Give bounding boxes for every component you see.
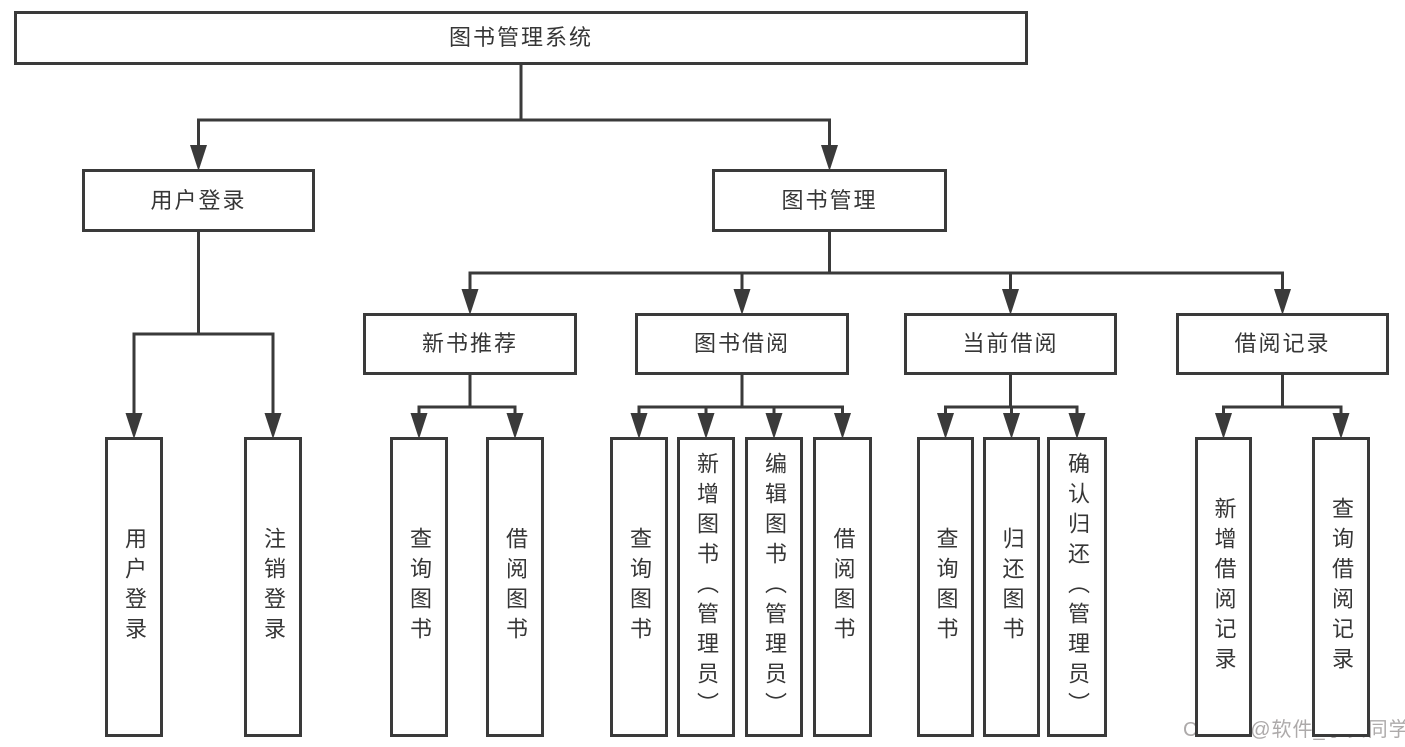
arrowhead-to-add-book bbox=[697, 413, 715, 439]
node-login-leaf: 用户登录 bbox=[105, 437, 163, 737]
node-label-query-book-3: 查询图书 bbox=[933, 527, 959, 647]
arrowhead-to-query-borrow-record bbox=[1332, 413, 1350, 439]
node-label-login-leaf: 用户登录 bbox=[122, 527, 147, 647]
node-label-confirm-return: 确认归还（管理员） bbox=[1065, 452, 1090, 722]
node-label-borrow-records: 借阅记录 bbox=[1234, 331, 1331, 356]
node-label-current-borrow: 当前借阅 bbox=[962, 331, 1059, 356]
node-label-book-borrow: 图书借阅 bbox=[693, 331, 790, 356]
arrowhead-to-login-leaf bbox=[125, 413, 143, 439]
node-label-edit-book: 编辑图书（管理员） bbox=[762, 452, 787, 722]
node-label-add-borrow-record: 新增借阅记录 bbox=[1211, 497, 1237, 677]
edges-from-root bbox=[190, 63, 838, 171]
arrowhead-to-borrow-book-2 bbox=[834, 413, 851, 439]
node-borrow-records: 借阅记录 bbox=[1176, 313, 1389, 375]
node-current-borrow: 当前借阅 bbox=[904, 313, 1117, 375]
edges-from-borrow-records bbox=[1215, 373, 1350, 439]
node-borrow-book-1: 借阅图书 bbox=[486, 437, 544, 737]
arrowhead-to-return-book bbox=[1003, 413, 1020, 439]
arrowhead-to-query-book-3 bbox=[937, 413, 954, 439]
node-label-user-login: 用户登录 bbox=[150, 187, 247, 213]
arrowhead-to-user-login bbox=[190, 145, 207, 171]
edges-from-book-mgmt bbox=[461, 230, 1291, 315]
node-label-logout-leaf: 注销登录 bbox=[261, 527, 286, 647]
edges-from-user-login bbox=[125, 230, 282, 439]
arrowhead-to-current-borrow bbox=[1002, 289, 1019, 315]
node-add-book: 新增图书（管理员） bbox=[677, 437, 735, 737]
node-label-borrow-book-1: 借阅图书 bbox=[503, 527, 528, 647]
node-label-borrow-book-2: 借阅图书 bbox=[830, 527, 856, 647]
edges-from-book-borrow bbox=[630, 373, 851, 439]
node-label-book-mgmt: 图书管理 bbox=[781, 187, 878, 213]
node-label-new-book-rec: 新书推荐 bbox=[421, 331, 518, 356]
arrowhead-to-confirm-return bbox=[1068, 413, 1086, 439]
arrowhead-to-borrow-records bbox=[1274, 289, 1291, 315]
edges-from-new-book-rec bbox=[410, 373, 524, 439]
node-label-query-book-1: 查询图书 bbox=[407, 527, 432, 647]
node-book-mgmt: 图书管理 bbox=[712, 169, 947, 232]
arrowhead-to-edit-book bbox=[765, 413, 783, 439]
node-book-borrow: 图书借阅 bbox=[635, 313, 849, 375]
node-label-root: 图书管理系统 bbox=[448, 25, 593, 50]
arrowhead-to-logout-leaf bbox=[264, 413, 282, 439]
node-label-query-borrow-record: 查询借阅记录 bbox=[1329, 497, 1354, 677]
node-label-query-book-2: 查询图书 bbox=[627, 527, 652, 647]
node-query-borrow-record: 查询借阅记录 bbox=[1312, 437, 1370, 737]
arrowhead-to-query-book-1 bbox=[410, 413, 428, 439]
node-new-book-rec: 新书推荐 bbox=[363, 313, 577, 375]
node-query-book-3: 查询图书 bbox=[917, 437, 974, 737]
node-logout-leaf: 注销登录 bbox=[244, 437, 302, 737]
arrowhead-to-add-borrow-record bbox=[1215, 413, 1232, 439]
node-user-login: 用户登录 bbox=[82, 169, 315, 232]
arrowhead-to-query-book-2 bbox=[630, 413, 648, 439]
arrowhead-to-new-book-rec bbox=[461, 289, 479, 315]
node-label-add-book: 新增图书（管理员） bbox=[694, 452, 719, 722]
node-confirm-return: 确认归还（管理员） bbox=[1047, 437, 1107, 737]
arrowhead-to-book-mgmt bbox=[821, 145, 838, 171]
node-root: 图书管理系统 bbox=[14, 11, 1028, 65]
arrowhead-to-book-borrow bbox=[733, 289, 751, 315]
node-return-book: 归还图书 bbox=[983, 437, 1040, 737]
arrowhead-to-borrow-book-1 bbox=[506, 413, 524, 439]
node-add-borrow-record: 新增借阅记录 bbox=[1195, 437, 1252, 737]
edges-from-current-borrow bbox=[937, 373, 1086, 439]
node-edit-book: 编辑图书（管理员） bbox=[745, 437, 803, 737]
node-borrow-book-2: 借阅图书 bbox=[813, 437, 872, 737]
node-query-book-2: 查询图书 bbox=[610, 437, 668, 737]
node-label-return-book: 归还图书 bbox=[999, 527, 1025, 647]
node-query-book-1: 查询图书 bbox=[390, 437, 448, 737]
